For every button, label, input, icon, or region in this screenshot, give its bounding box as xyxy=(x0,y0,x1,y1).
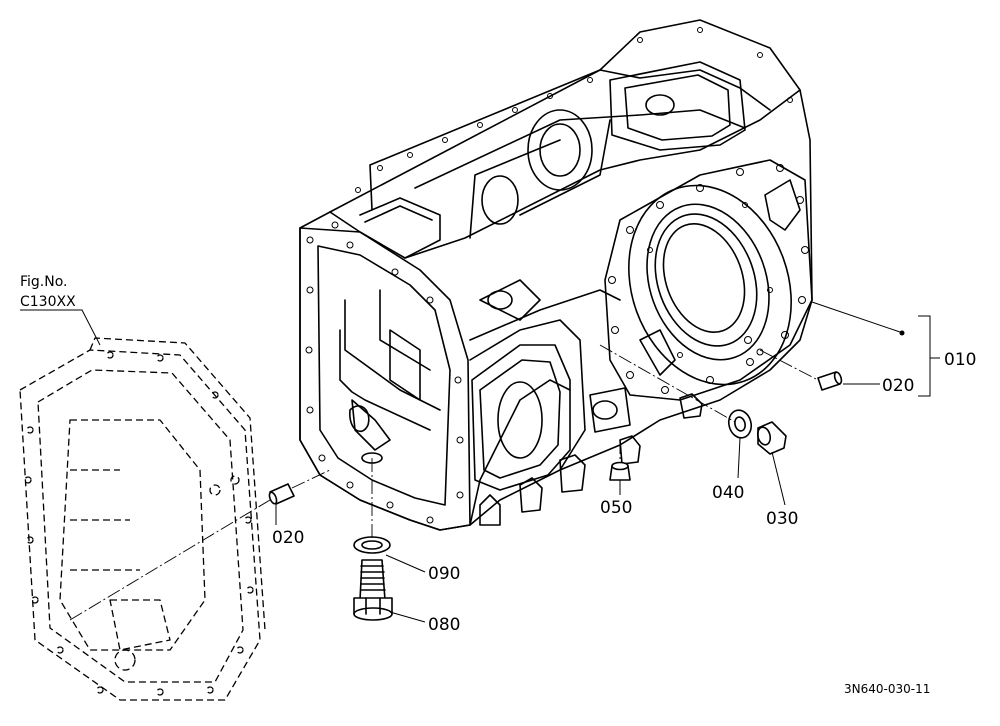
fig-code-label: C130XX xyxy=(20,294,76,310)
top-bolt-holes xyxy=(355,27,793,193)
centerline-020-left xyxy=(291,469,331,489)
rear-flange-bolt-holes xyxy=(608,164,809,394)
callout-020-right: 020 xyxy=(882,376,914,396)
drawing-code: 3N640-030-11 xyxy=(844,682,930,696)
plug-030 xyxy=(756,421,787,455)
callout-040: 040 xyxy=(712,483,744,503)
callout-080: 080 xyxy=(428,615,460,635)
callout-020-left: 020 xyxy=(272,528,304,548)
centerline-plug xyxy=(599,344,736,423)
reference-housing-dashed xyxy=(19,337,266,701)
assembly-dot xyxy=(899,330,905,336)
drain-port xyxy=(361,452,383,464)
front-flange-bolt-holes xyxy=(305,221,464,524)
dowel-pin-020-left xyxy=(268,483,295,505)
callout-090: 090 xyxy=(428,564,460,584)
seal-090 xyxy=(353,536,391,554)
leader-lines xyxy=(275,301,940,623)
fig-ref-leader xyxy=(20,309,101,346)
transmission-case xyxy=(299,19,813,531)
washer-040 xyxy=(727,409,753,439)
callout-010: 010 xyxy=(944,350,976,370)
callout-050: 050 xyxy=(600,498,632,518)
centerline-housing xyxy=(69,499,271,621)
drain-plug-080 xyxy=(353,559,393,621)
plug-050 xyxy=(609,461,631,481)
centerline-020-right xyxy=(759,349,819,381)
fig-no-label: Fig.No. xyxy=(20,274,68,290)
callout-030: 030 xyxy=(766,509,798,529)
dowel-pin-020-right xyxy=(817,371,843,391)
